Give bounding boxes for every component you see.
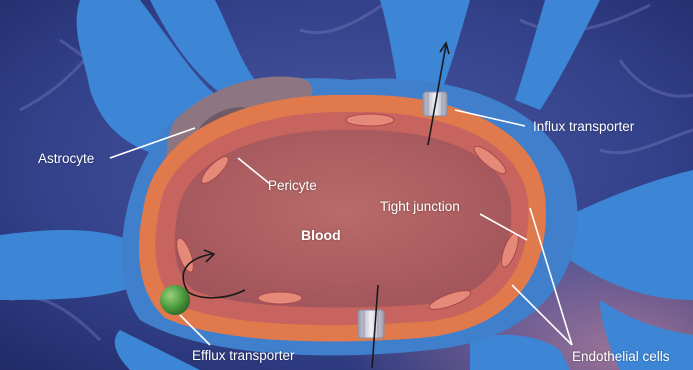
- blood-label: Blood: [301, 227, 341, 243]
- pericyte-label: Pericyte: [268, 178, 317, 194]
- tight-junction-label: Tight junction: [380, 199, 460, 215]
- astrocyte-label: Astrocyte: [38, 151, 94, 167]
- efflux-transporter-label: Efflux transporter: [192, 348, 295, 364]
- influx-transporter-label: Influx transporter: [533, 119, 634, 135]
- efflux-transporter-ball: [160, 285, 190, 315]
- endothelial-cells-label: Endothelial cells: [572, 349, 693, 365]
- efflux-channel-bottom: [358, 310, 384, 338]
